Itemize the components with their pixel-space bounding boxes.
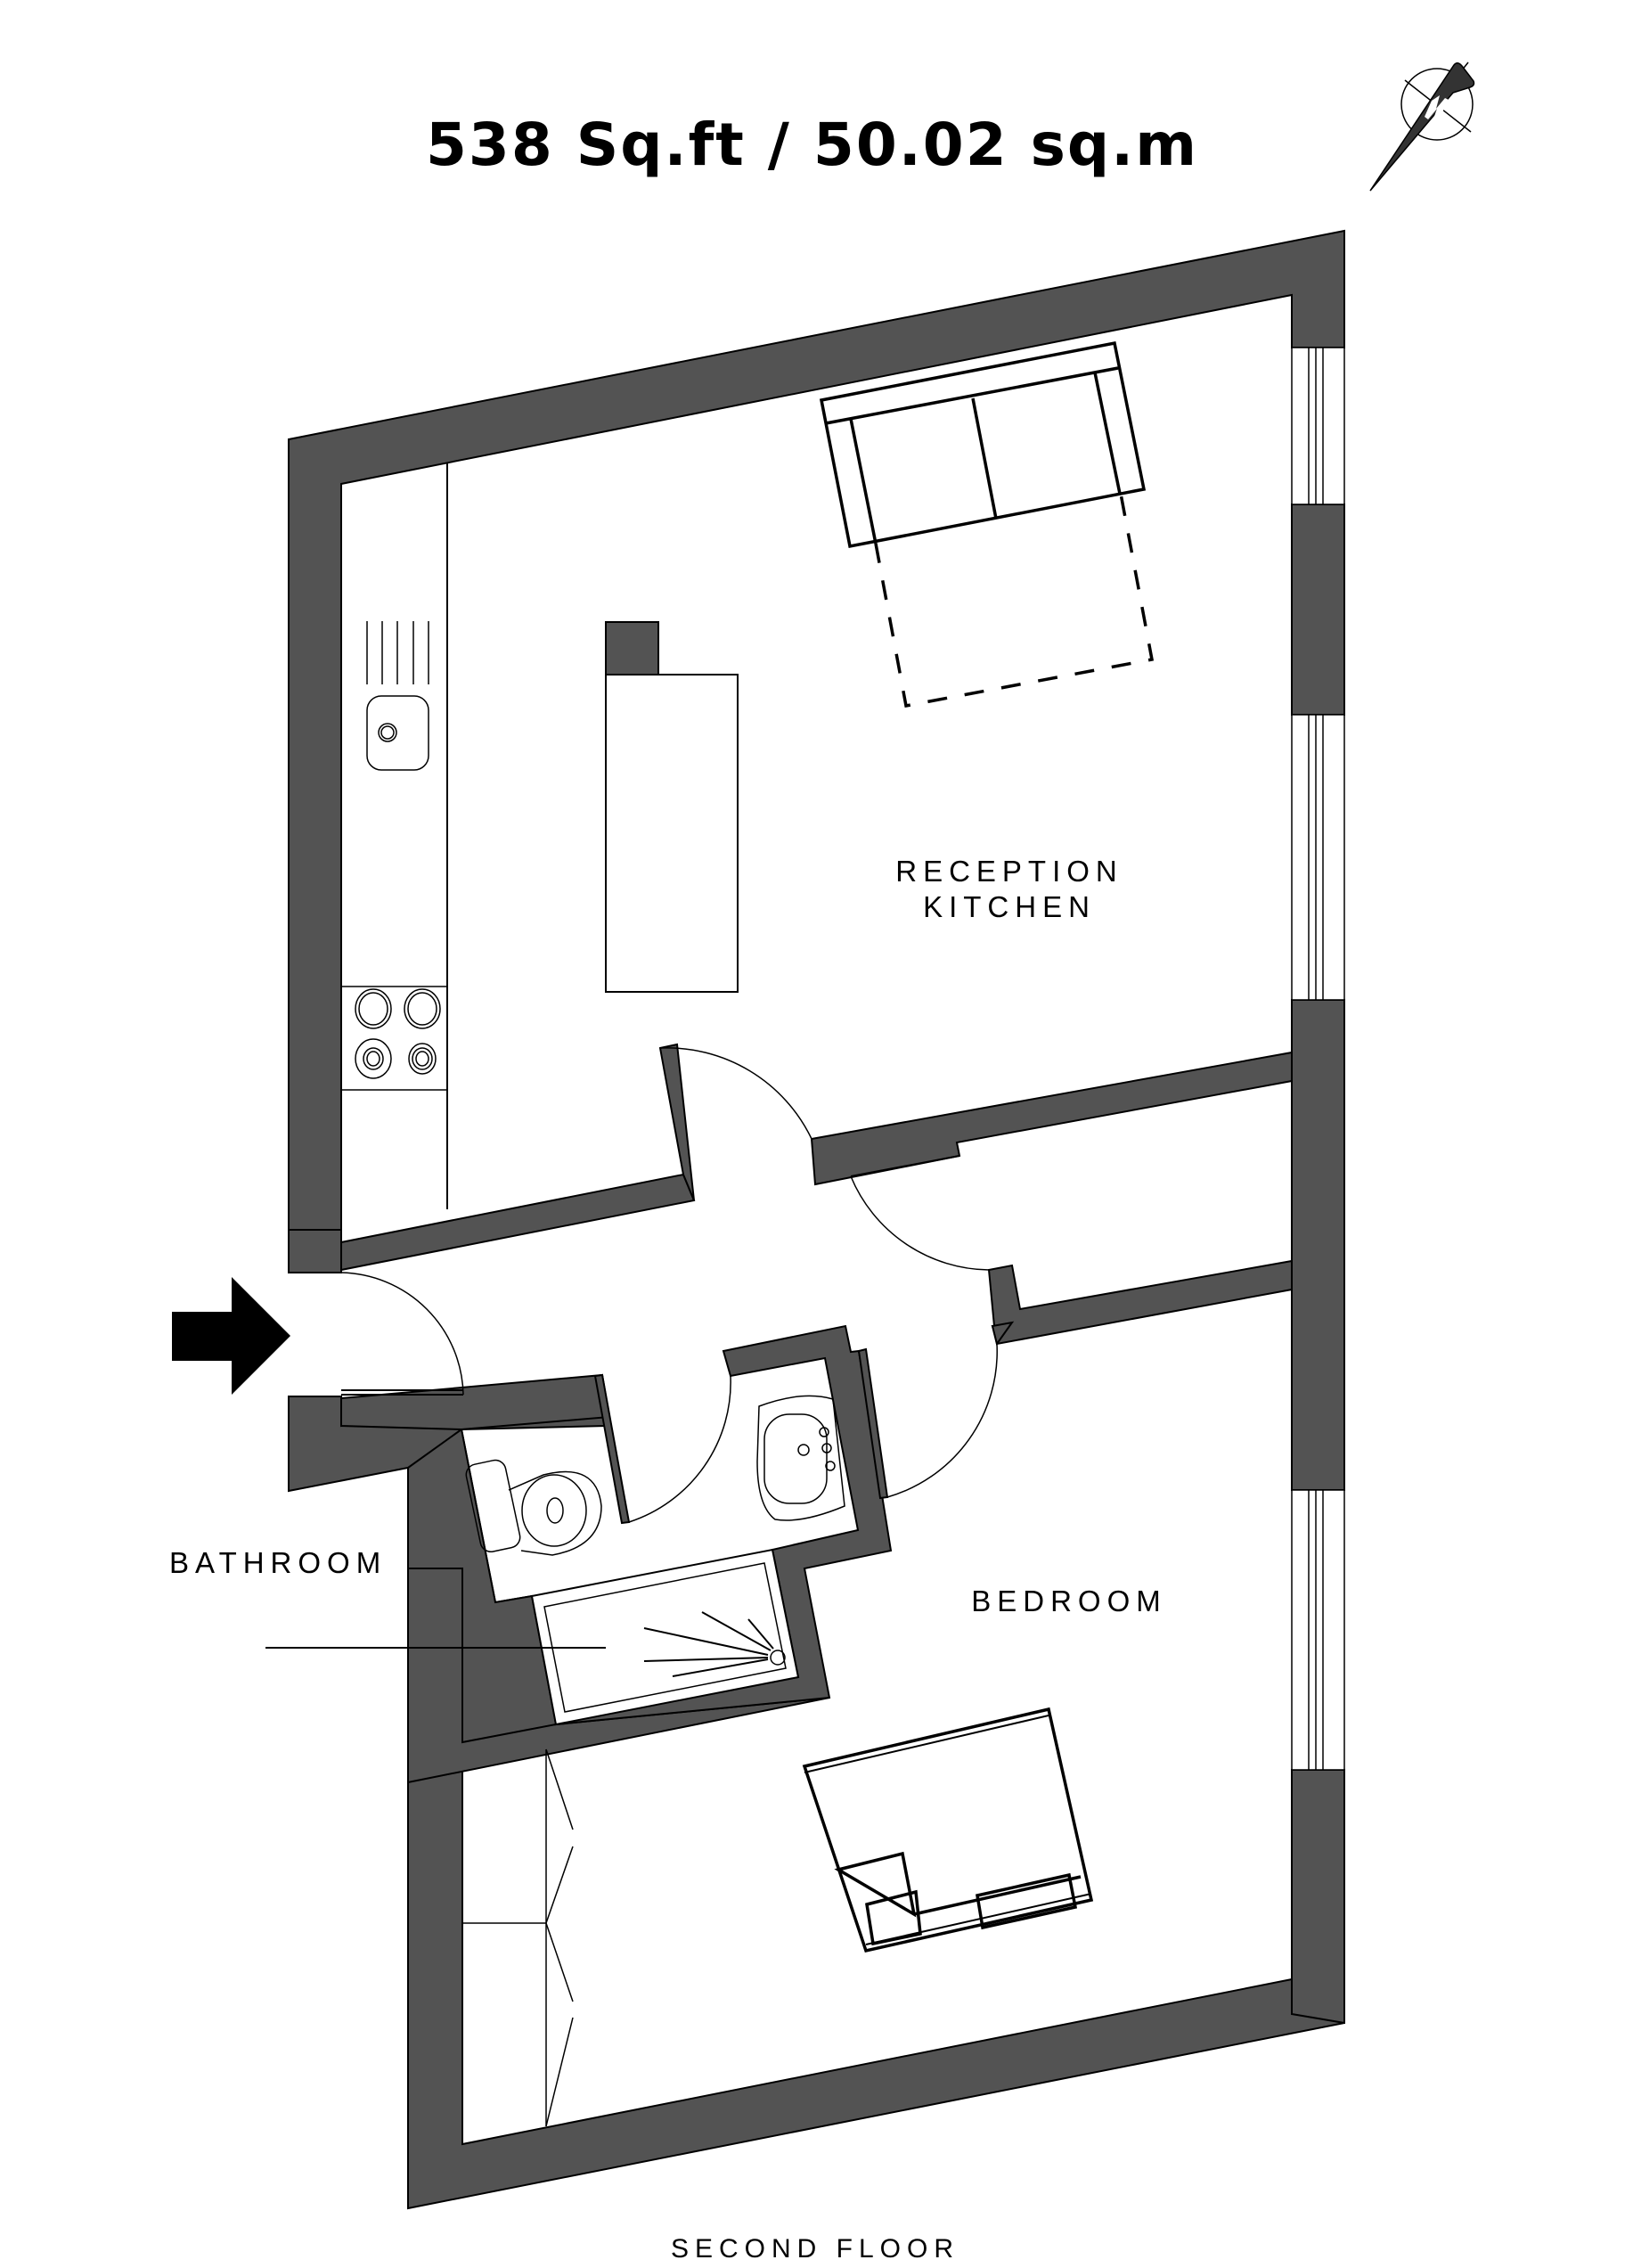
doors	[340, 1047, 998, 1523]
kitchen-counter	[341, 463, 448, 1209]
wall-right-1	[1291, 504, 1345, 716]
wall-left-upper	[288, 1229, 342, 1273]
drainer-icon	[366, 621, 429, 684]
room-label-line: BEDROOM	[971, 1584, 1167, 1617]
floor-label: SECOND FLOOR	[668, 2236, 962, 2263]
bedroom-door	[886, 1343, 998, 1498]
window-2	[1291, 714, 1345, 1001]
toilet-icon	[465, 1459, 602, 1556]
sink-icon	[366, 695, 429, 771]
room-label-line: KITCHEN	[923, 890, 1096, 923]
entrance-door	[340, 1272, 464, 1396]
shower-tray	[530, 1548, 800, 1726]
north-arrow-icon	[1369, 61, 1475, 192]
kitchen-island	[605, 621, 739, 993]
room-label-line: BATHROOM	[169, 1546, 388, 1579]
wall-right-2	[1291, 999, 1345, 1491]
area-title-text: 538 Sq.ft / 50.02 sq.m	[425, 111, 1199, 179]
wall-right-3	[1291, 1769, 1345, 2024]
bed	[802, 1707, 1094, 1953]
wall-kitchen-hall-right	[810, 1051, 1293, 1186]
kitchen-door	[659, 1047, 812, 1140]
room-label-line: RECEPTION	[895, 855, 1123, 888]
hob-icon	[341, 986, 447, 1091]
rug	[874, 493, 1155, 708]
walls	[288, 229, 1345, 2210]
entrance-arrow-icon	[172, 1277, 290, 1395]
room-label-bathroom: BATHROOM	[169, 1548, 383, 1577]
window-1	[1291, 347, 1345, 505]
windows	[1291, 347, 1345, 1771]
wall-bottom	[407, 1568, 1345, 2210]
area-title: 538 Sq.ft / 50.02 sq.m	[0, 116, 1633, 175]
sofa	[819, 340, 1147, 549]
room-label-reception-kitchen: RECEPTION KITCHEN	[885, 854, 1134, 925]
basin-icon	[756, 1395, 845, 1521]
wc-door	[628, 1375, 731, 1523]
floor-label-text: SECOND FLOOR	[670, 2234, 960, 2264]
window-3	[1291, 1489, 1345, 1771]
wardrobe	[462, 1748, 574, 2127]
wall-kitchen-hall-left	[340, 1173, 696, 1272]
room-label-bedroom: BEDROOM	[962, 1586, 1176, 1616]
wall-hall-bedroom	[987, 1259, 1293, 1346]
wall-wc-top	[340, 1373, 611, 1431]
hall-door	[850, 1155, 990, 1271]
